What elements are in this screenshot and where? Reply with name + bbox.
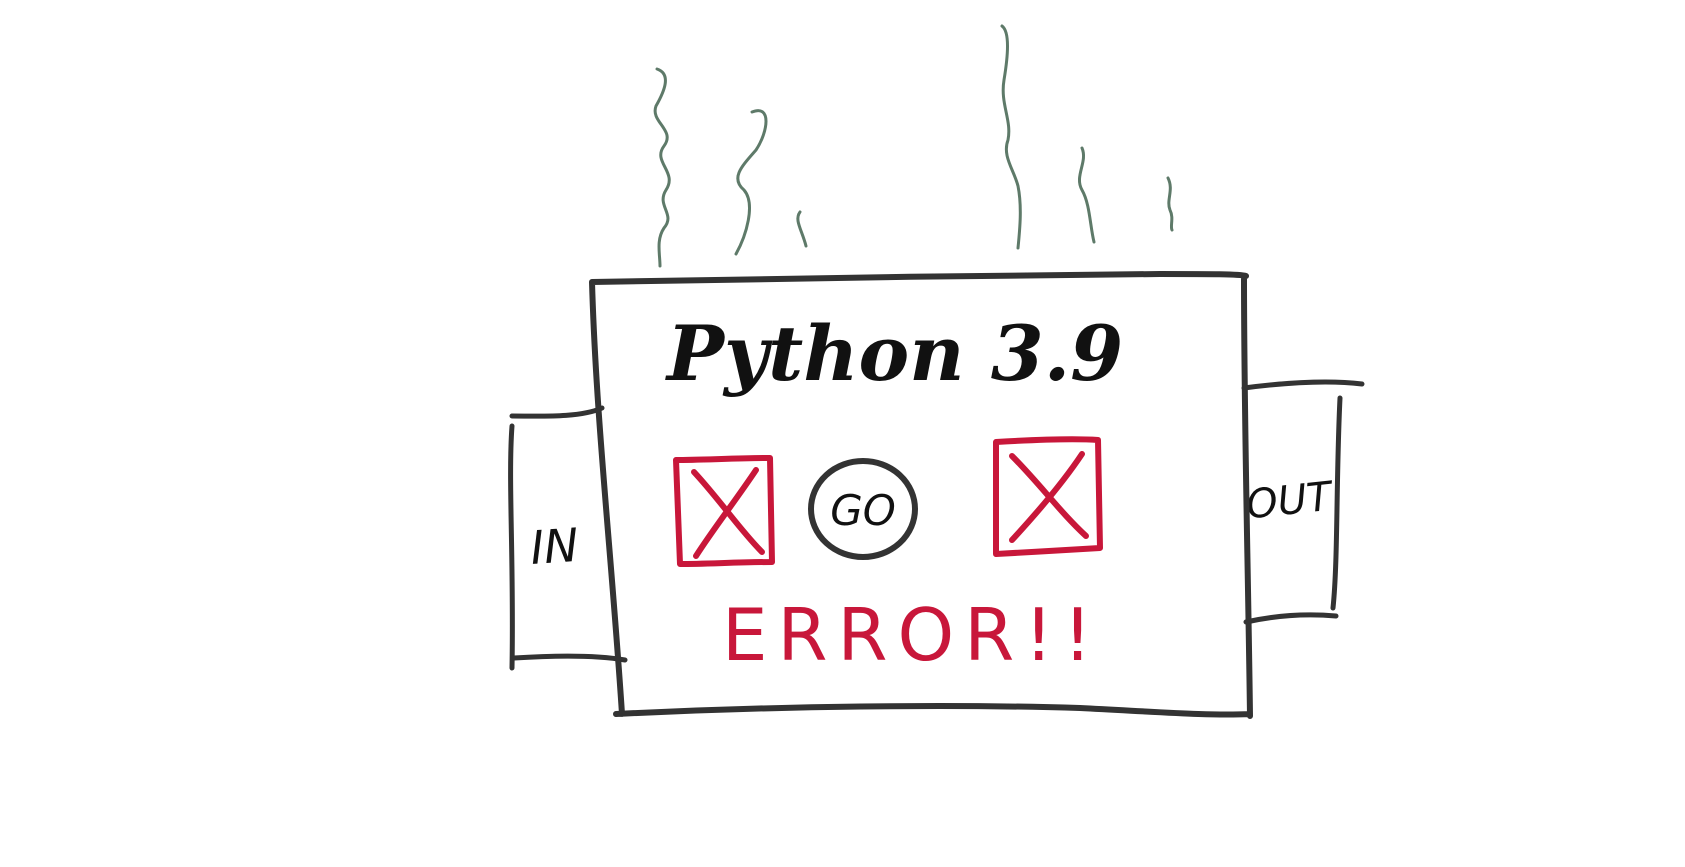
machine-title: Python 3.9 bbox=[665, 309, 1123, 398]
smoke-group bbox=[653, 24, 1174, 268]
machine-box bbox=[589, 271, 1253, 719]
go-button-circle bbox=[808, 458, 918, 560]
input-port-label: IN bbox=[529, 518, 581, 575]
smoke-squiggle-icon bbox=[1077, 146, 1096, 244]
input-port-outline bbox=[508, 405, 628, 671]
smoke-squiggle-icon bbox=[1166, 176, 1174, 232]
go-button[interactable]: GO bbox=[808, 458, 918, 560]
smoke-squiggle-icon bbox=[734, 109, 768, 256]
x-box-icon bbox=[673, 455, 775, 567]
smoke-squiggle-icon bbox=[653, 67, 671, 268]
output-port-outline bbox=[1241, 379, 1365, 625]
go-button-label: GO bbox=[830, 486, 896, 535]
left-x-indicator bbox=[673, 455, 775, 567]
right-x-indicator bbox=[993, 436, 1103, 557]
smoke-squiggle-icon bbox=[1000, 24, 1022, 250]
smoke-squiggle-icon bbox=[796, 210, 808, 248]
x-box-icon bbox=[993, 436, 1103, 557]
error-status-text: ERROR!! bbox=[722, 593, 1102, 677]
output-port-label: OUT bbox=[1244, 473, 1337, 528]
